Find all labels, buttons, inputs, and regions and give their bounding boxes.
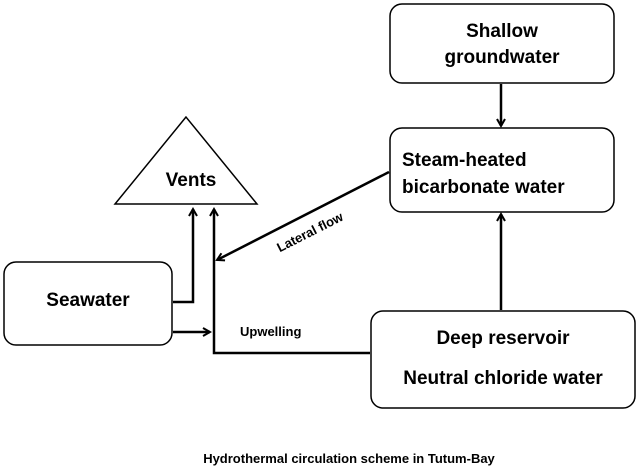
lateral-flow-label: Lateral flow [274, 209, 346, 256]
seawater-label: Seawater [46, 290, 130, 311]
steam-heated-node: Steam-heated bicarbonate water [389, 127, 615, 213]
deep-reservoir-node: Deep reservoir Neutral chloride water [370, 310, 636, 409]
steam-heated-line1: Steam-heated [402, 150, 527, 171]
shallow-groundwater-line1: Shallow [466, 21, 538, 42]
arrow-seawater-to-vents [173, 209, 193, 304]
arrow-upwelling-to-vents [214, 209, 370, 355]
deep-reservoir-line2: Neutral chloride water [403, 368, 603, 389]
upwelling-label: Upwelling [240, 324, 301, 339]
vents-node: Vents [113, 115, 259, 205]
arrow-lateral-flow [217, 170, 390, 260]
figure-caption: Hydrothermal circulation scheme in Tutum… [203, 451, 495, 466]
vents-label: Vents [166, 170, 217, 191]
seawater-node: Seawater [3, 261, 173, 346]
shallow-groundwater-line2: groundwater [444, 47, 560, 68]
steam-heated-line2: bicarbonate water [402, 177, 565, 198]
deep-reservoir-line1: Deep reservoir [436, 328, 570, 349]
shallow-groundwater-node: Shallow groundwater [389, 3, 615, 84]
